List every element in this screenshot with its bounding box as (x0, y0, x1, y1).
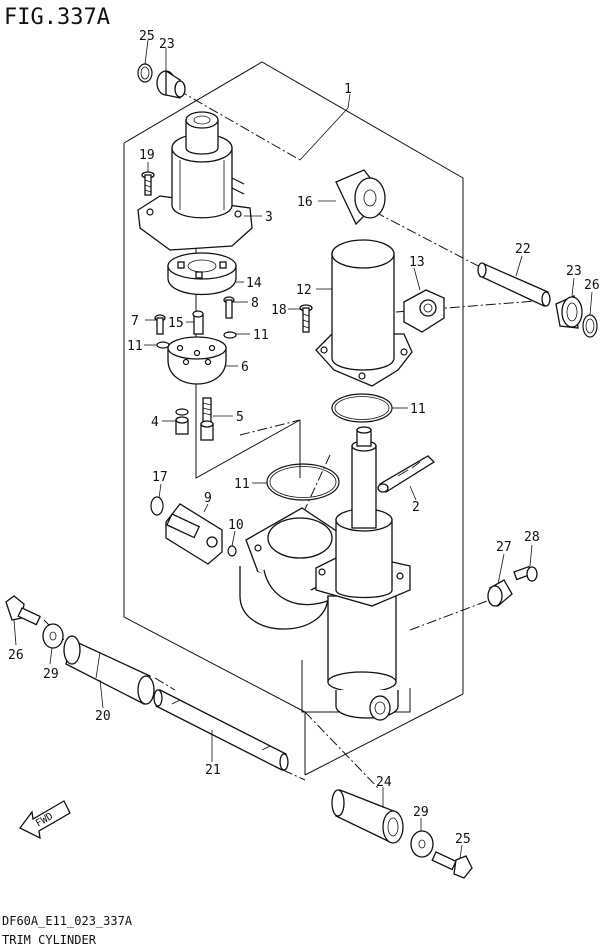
callout-29-left: 29 (43, 667, 59, 682)
callout-11-a: 11 (253, 328, 269, 343)
callout-13: 13 (409, 255, 425, 270)
callout-25-right: 26 (584, 278, 600, 293)
figure-title: FIG.337A (4, 5, 110, 30)
part-23-bushing-right (555, 295, 583, 329)
part-11-o-ring-large-a (331, 393, 393, 423)
part-4-valve (175, 408, 189, 435)
callout-27: 27 (496, 540, 512, 555)
callout-3: 3 (265, 210, 273, 225)
callout-12: 12 (296, 283, 312, 298)
part-14-coupling (167, 252, 237, 296)
part-29-washer-left (42, 623, 64, 649)
part-9-valve (165, 503, 223, 565)
callout-21: 21 (205, 763, 221, 778)
part-28-bolt (513, 565, 538, 582)
callout-11-b: 11 (127, 339, 143, 354)
callout-18: 18 (271, 303, 287, 318)
part-12-reservoir-tank (315, 239, 413, 387)
part-7-screw (154, 314, 166, 335)
part-11-o-ring-small-b (156, 341, 170, 349)
fwd-arrow: FWD (19, 800, 71, 840)
callout-22: 22 (515, 242, 531, 257)
part-8-screw (223, 296, 235, 319)
part-26-bolt-right (431, 851, 473, 879)
part-10-o-ring (227, 545, 237, 557)
part-3-trim-motor (137, 111, 253, 251)
callout-7: 7 (131, 314, 139, 329)
callout-26-right: 25 (455, 832, 471, 847)
callout-24: 24 (376, 775, 392, 790)
callout-5: 5 (236, 410, 244, 425)
part-21-shaft (153, 689, 289, 771)
part-18-bolt (299, 304, 313, 333)
callout-6: 6 (241, 360, 249, 375)
callout-17: 17 (152, 470, 168, 485)
part-17-circlip (150, 496, 164, 516)
leader-lines (13, 39, 593, 859)
part-29-washer-right (410, 830, 434, 858)
part-25-circlip-top (137, 63, 153, 83)
callout-19: 19 (139, 148, 155, 163)
part-19-screw (141, 171, 155, 196)
callout-14: 14 (246, 276, 262, 291)
part-5-valve (200, 397, 214, 441)
part-20-bushing (63, 635, 155, 705)
callout-10: 10 (228, 518, 244, 533)
part-16-bushing (335, 169, 386, 226)
callout-26-left: 26 (8, 648, 24, 663)
callout-1: 1 (344, 82, 352, 97)
callout-9: 9 (204, 491, 212, 506)
callout-4: 4 (151, 415, 159, 430)
callout-23-right: 23 (566, 264, 582, 279)
callout-16: 16 (297, 195, 313, 210)
callout-2: 2 (412, 500, 420, 515)
part-11-o-ring-small-a (223, 331, 237, 339)
callout-8: 8 (251, 296, 259, 311)
part-11-o-ring-large-b (266, 463, 340, 501)
dash-dot-leaders (43, 89, 549, 849)
part-24-bushing (331, 789, 404, 844)
part-22-pin (477, 262, 551, 307)
piston-rod (351, 426, 377, 529)
callout-11-c: 11 (410, 402, 426, 417)
figure-name: TRIM CYLINDER (2, 933, 97, 947)
callout-29-right: 29 (413, 805, 429, 820)
callout-23-top: 23 (159, 37, 175, 52)
callout-15: 15 (168, 316, 184, 331)
part-23-bushing-top (156, 69, 186, 99)
part-6-pump (167, 336, 227, 385)
callout-labels: 25 23 1 19 3 16 22 23 26 13 12 18 14 8 7… (8, 29, 600, 847)
main-cylinder-body (239, 507, 411, 721)
part-26-bolt-left (5, 595, 41, 626)
part-15-filter (192, 310, 204, 335)
part-13-plug (403, 289, 445, 333)
callout-20: 20 (95, 709, 111, 724)
part-2-manual-release-valve (377, 455, 436, 493)
callout-25-top: 25 (139, 29, 155, 44)
callout-28: 28 (524, 530, 540, 545)
figure-code: DF60A_E11_023_337A (2, 914, 133, 928)
part-27-collar (487, 579, 513, 608)
part-25-circlip-right (582, 314, 598, 338)
callout-11-d: 11 (234, 477, 250, 492)
